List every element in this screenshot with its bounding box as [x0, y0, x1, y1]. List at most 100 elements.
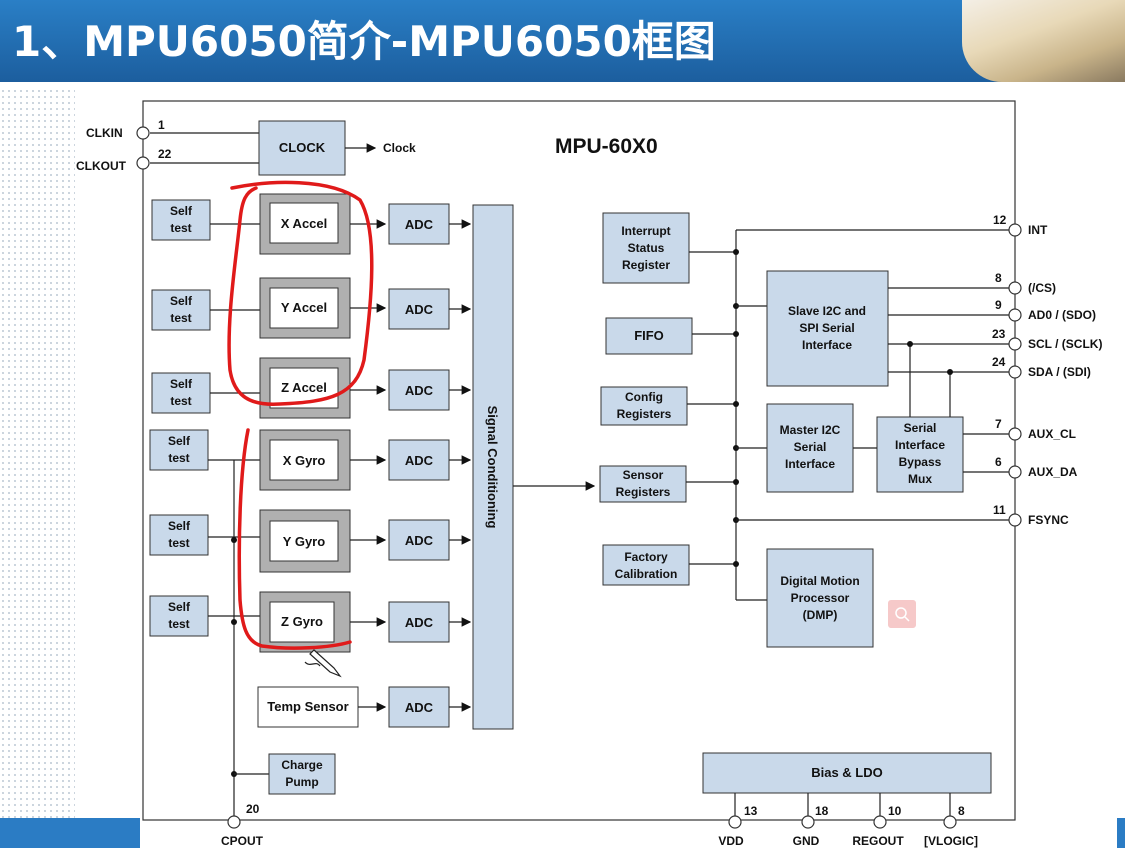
svg-text:12: 12: [993, 213, 1007, 227]
svg-text:FIFO: FIFO: [634, 328, 664, 343]
svg-text:test: test: [168, 536, 189, 550]
svg-text:GND: GND: [793, 834, 820, 848]
x-accel-block: X Accel: [259, 193, 351, 255]
bias-ldo-block: Bias & LDO: [702, 752, 992, 794]
z-accel-block: Z Accel: [259, 357, 351, 419]
pin-vdd: 13 VDD: [718, 804, 757, 848]
svg-text:7: 7: [995, 417, 1002, 431]
svg-text:Slave I2C and: Slave I2C and: [788, 304, 866, 318]
svg-text:SPI Serial: SPI Serial: [799, 321, 854, 335]
svg-text:Digital Motion: Digital Motion: [780, 574, 859, 588]
pin-aux-da: 6 AUX_DA: [995, 455, 1078, 479]
slave-i2c-spi-interface: Slave I2C and SPI Serial Interface: [766, 270, 889, 387]
accel-highlight: [227, 180, 374, 406]
svg-text:8: 8: [958, 804, 965, 818]
adc-temp: ADC: [388, 686, 450, 728]
self-test-z-gyro: Self test: [149, 595, 209, 637]
svg-text:ADC: ADC: [405, 453, 434, 468]
self-test-y-accel: Self test: [151, 289, 211, 331]
svg-text:Serial: Serial: [904, 421, 937, 435]
svg-text:X Accel: X Accel: [281, 216, 328, 231]
svg-text:Master I2C: Master I2C: [780, 423, 841, 437]
cpout-pin-number: 20: [246, 802, 260, 816]
adc-x-gyro: ADC: [388, 439, 450, 481]
dotted-decoration: [0, 88, 75, 818]
svg-text:ADC: ADC: [405, 533, 434, 548]
x-gyro-block: X Gyro: [259, 429, 351, 491]
cpout-pin: [227, 815, 241, 829]
clkout-label: CLKOUT: [76, 159, 127, 173]
svg-text:Temp Sensor: Temp Sensor: [267, 699, 348, 714]
fifo-block: FIFO: [605, 317, 693, 355]
svg-text:Registers: Registers: [616, 485, 671, 499]
svg-text:Self: Self: [168, 519, 191, 533]
svg-text:Interface: Interface: [785, 457, 835, 471]
svg-text:11: 11: [993, 503, 1006, 517]
svg-text:Serial: Serial: [794, 440, 827, 454]
adc-y-gyro: ADC: [388, 519, 450, 561]
svg-text:Self: Self: [170, 294, 193, 308]
pin-ad0-sdo: 9 AD0 / (SDO): [995, 298, 1096, 322]
temp-sensor-block: Temp Sensor: [257, 686, 359, 728]
svg-text:ADC: ADC: [405, 217, 434, 232]
pin-int: 12 INT: [993, 213, 1048, 237]
svg-text:Bypass: Bypass: [899, 455, 942, 469]
svg-text:Z Accel: Z Accel: [281, 380, 327, 395]
svg-text:Interface: Interface: [802, 338, 852, 352]
clkin-pin-number: 1: [158, 118, 165, 132]
search-icon: [895, 607, 907, 619]
serial-bypass-mux: Serial Interface Bypass Mux: [876, 416, 964, 493]
svg-text:Bias & LDO: Bias & LDO: [811, 765, 883, 780]
svg-text:AD0 / (SDO): AD0 / (SDO): [1028, 308, 1096, 322]
clkout-pin-number: 22: [158, 147, 172, 161]
adc-x-accel: ADC: [388, 203, 450, 245]
search-icon-overlay[interactable]: [888, 600, 916, 628]
svg-text:Mux: Mux: [908, 472, 932, 486]
svg-text:Y Gyro: Y Gyro: [283, 534, 325, 549]
svg-text:Z Gyro: Z Gyro: [281, 614, 323, 629]
svg-text:Y Accel: Y Accel: [281, 300, 327, 315]
footer-bar-left: [0, 818, 140, 848]
pin-vlogic: 8 [VLOGIC]: [924, 804, 978, 848]
svg-text:Status: Status: [628, 241, 665, 255]
svg-text:6: 6: [995, 455, 1002, 469]
clkout-pin: [136, 156, 150, 170]
factory-calibration: Factory Calibration: [602, 544, 690, 586]
svg-text:test: test: [168, 617, 189, 631]
svg-text:8: 8: [995, 271, 1002, 285]
svg-text:test: test: [170, 311, 191, 325]
svg-text:SDA / (SDI): SDA / (SDI): [1028, 365, 1091, 379]
charge-pump-block: Charge Pump: [268, 753, 336, 795]
svg-text:Self: Self: [168, 434, 191, 448]
svg-text:ADC: ADC: [405, 383, 434, 398]
svg-text:Config: Config: [625, 390, 663, 404]
adc-z-accel: ADC: [388, 369, 450, 411]
svg-text:AUX_CL: AUX_CL: [1028, 427, 1076, 441]
dmp-block: Digital Motion Processor (DMP): [766, 548, 874, 648]
y-accel-block: Y Accel: [259, 277, 351, 339]
pin-gnd: 18 GND: [793, 804, 829, 848]
clkin-label: CLKIN: [86, 126, 123, 140]
svg-text:REGOUT: REGOUT: [852, 834, 904, 848]
gyro-highlight: [237, 428, 352, 650]
svg-text:(DMP): (DMP): [803, 608, 838, 622]
footer-bar-right: [1117, 818, 1125, 848]
signal-conditioning-label: Signal Conditioning: [485, 406, 500, 529]
svg-text:Calibration: Calibration: [615, 567, 678, 581]
signal-conditioning-block: [472, 204, 514, 730]
svg-text:Registers: Registers: [617, 407, 672, 421]
svg-text:Interrupt: Interrupt: [621, 224, 670, 238]
svg-text:test: test: [168, 451, 189, 465]
chip-name: MPU-60X0: [555, 135, 658, 158]
interrupt-status-register: Interrupt Status Register: [602, 212, 690, 284]
svg-text:18: 18: [815, 804, 829, 818]
svg-text:SCL / (SCLK): SCL / (SCLK): [1028, 337, 1102, 351]
config-registers: Config Registers: [600, 386, 688, 426]
slide-title: 1、MPU6050简介-MPU6050框图: [12, 17, 716, 66]
svg-text:Processor: Processor: [791, 591, 850, 605]
pin-fsync: 11 FSYNC: [993, 503, 1069, 527]
svg-text:9: 9: [995, 298, 1002, 312]
master-i2c-interface: Master I2C Serial Interface: [766, 403, 854, 493]
cpout-label: CPOUT: [221, 834, 264, 848]
